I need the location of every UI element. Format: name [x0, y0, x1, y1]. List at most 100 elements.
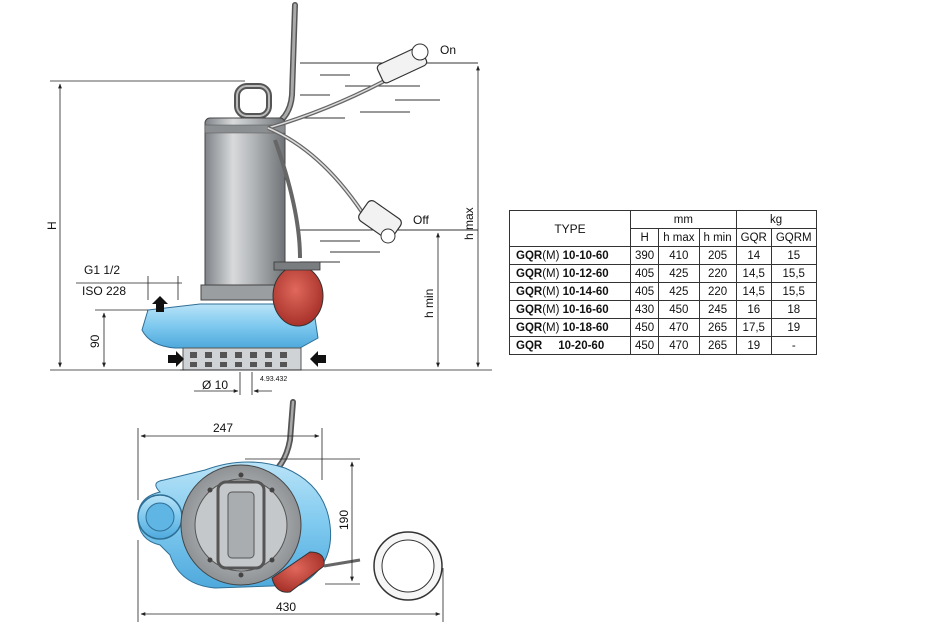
type-cell: GQR(M) 10-16-60 — [509, 300, 631, 319]
type-series: GQR — [516, 321, 543, 334]
type-model: 10-14-60 — [562, 285, 609, 298]
table-cell: 14,5 — [735, 264, 772, 283]
dimension-190 — [245, 458, 360, 585]
table-cell: 15,5 — [770, 282, 817, 301]
float-cable-on — [267, 76, 391, 130]
dimension-430 — [137, 540, 444, 622]
h-label: H — [45, 221, 59, 230]
table-cell: 205 — [698, 246, 737, 265]
depth-190-label: 190 — [337, 510, 351, 530]
type-model: 10-18-60 — [562, 321, 609, 334]
table-cell: 220 — [698, 282, 737, 301]
table-cell: 19 — [770, 318, 817, 337]
on-label: On — [440, 43, 456, 57]
column-header-gqrm: GQRM — [770, 228, 817, 247]
table-cell: 450 — [658, 300, 700, 319]
width-247-label: 247 — [213, 421, 233, 435]
type-series: GQR — [516, 285, 543, 298]
table-cell: 14,5 — [735, 282, 772, 301]
type-series: GQR — [516, 249, 543, 262]
table-cell: 425 — [658, 264, 700, 283]
mm-header: mm — [630, 210, 737, 229]
table-cell: 390 — [629, 246, 660, 265]
type-series: GQR — [516, 303, 543, 316]
side-float — [272, 265, 324, 327]
top-handle — [216, 480, 266, 570]
lifting-handle — [234, 83, 272, 119]
inflow-arrow-left — [168, 351, 184, 367]
type-series: GQR — [516, 339, 543, 352]
thread-label-1: G1 1/2 — [84, 263, 120, 277]
table-cell: 430 — [629, 300, 660, 319]
dimension-h — [50, 80, 245, 371]
dimension-diameter — [194, 372, 272, 395]
height-90-label: 90 — [88, 334, 102, 348]
type-cell: GQR(M) 10-12-60 — [509, 264, 631, 283]
type-cell: GQR(M) 10-10-60 — [509, 246, 631, 265]
column-header-gqr: GQR — [735, 228, 772, 247]
type-suffix: (M) — [542, 303, 560, 316]
column-header-h: H — [629, 228, 660, 247]
table-cell: 14 — [735, 246, 772, 265]
table-cell: 245 — [698, 300, 737, 319]
type-header: TYPE — [509, 210, 631, 247]
column-header-h-min: h min — [698, 228, 737, 247]
table-cell: 220 — [698, 264, 737, 283]
table-cell: 265 — [698, 318, 737, 337]
type-model: 10-10-60 — [562, 249, 609, 262]
dimension-247 — [137, 428, 323, 500]
dimension-90 — [95, 309, 148, 368]
type-model: 10-12-60 — [562, 267, 609, 280]
ref-code: 4.93.432 — [260, 376, 287, 383]
table-cell: 405 — [629, 264, 660, 283]
table-cell: 470 — [658, 336, 700, 355]
table-cell: 450 — [629, 318, 660, 337]
inflow-arrow-right — [310, 351, 326, 367]
float-switch-on — [376, 43, 429, 84]
column-header-h-max: h max — [658, 228, 700, 247]
table-cell: 470 — [658, 318, 700, 337]
h-min-label: h min — [422, 289, 436, 318]
table-cell: 425 — [658, 282, 700, 301]
table-cell: 16 — [735, 300, 772, 319]
type-cell: GQR 10-20-60 — [509, 336, 631, 355]
table-cell: 19 — [735, 336, 772, 355]
power-cable — [265, 2, 298, 131]
table-cell: 15,5 — [770, 264, 817, 283]
float-switch-off — [358, 200, 402, 244]
width-430-label: 430 — [276, 600, 296, 614]
type-cell: GQR(M) 10-14-60 — [509, 282, 631, 301]
off-label: Off — [413, 213, 429, 227]
type-series: GQR — [516, 267, 543, 280]
motor-housing — [204, 117, 286, 299]
table-cell: 450 — [629, 336, 660, 355]
h-max-label: h max — [462, 207, 476, 240]
type-suffix: (M) — [542, 321, 560, 334]
top-view: 247 190 430 — [137, 399, 444, 622]
table-cell: 17,5 — [735, 318, 772, 337]
type-suffix: (M) — [542, 267, 560, 280]
type-suffix: (M) — [542, 285, 560, 298]
table-cell: 15 — [770, 246, 817, 265]
type-model: 10-20-60 — [558, 339, 605, 352]
table-cell: 18 — [770, 300, 817, 319]
table-cell: 410 — [658, 246, 700, 265]
table-cell: 405 — [629, 282, 660, 301]
diameter-label: Ø 10 — [202, 378, 228, 392]
thread-label-2: ISO 228 — [82, 284, 126, 298]
type-model: 10-16-60 — [562, 303, 609, 316]
table-cell: 265 — [698, 336, 737, 355]
kg-header: kg — [735, 210, 817, 229]
table-cell: - — [770, 336, 817, 355]
side-view: On Off H 90 — [45, 2, 492, 395]
type-suffix: (M) — [542, 249, 560, 262]
type-cell: GQR(M) 10-18-60 — [509, 318, 631, 337]
specification-table: TYPE mm kg H h max h min GQR GQRM GQR(M)… — [509, 210, 817, 355]
